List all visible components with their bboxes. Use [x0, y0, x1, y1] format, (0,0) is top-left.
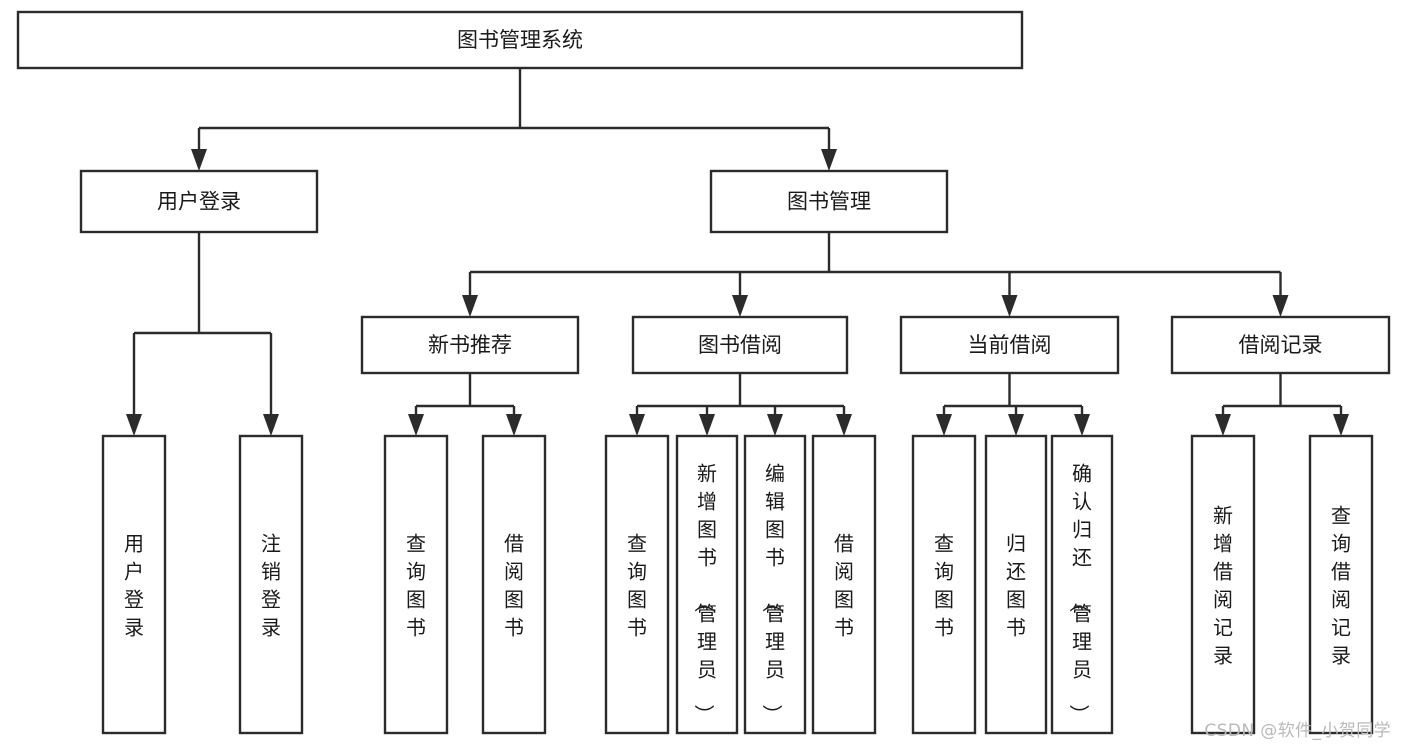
arrow-head-leaf-rec-query — [1333, 414, 1349, 436]
node-leaf-borrow-do[interactable]: 借阅图书 — [811, 434, 877, 735]
node-box-leaf-cur-return[interactable] — [984, 434, 1048, 735]
node-current[interactable]: 当前借阅 — [899, 315, 1120, 375]
node-label-bookmgmt: 图书管理 — [787, 190, 871, 214]
node-borrow[interactable]: 图书借阅 — [631, 315, 849, 375]
node-label-leaf-cur-confirm: 确认归还（管理员） — [1067, 461, 1092, 724]
node-box-leaf-user-logout[interactable] — [238, 434, 304, 735]
arrow-head-leaf-cur-confirm — [1074, 414, 1090, 436]
arrow-head-leaf-new-query — [408, 414, 424, 436]
arrow-head-login — [191, 149, 207, 171]
node-box-leaf-borrow-query[interactable] — [604, 434, 670, 735]
node-leaf-new-borrow[interactable]: 借阅图书 — [481, 434, 547, 735]
node-box-current[interactable] — [899, 315, 1120, 375]
node-box-leaf-cur-confirm[interactable] — [1050, 434, 1114, 735]
node-layer: 图书管理系统用户登录图书管理新书推荐图书借阅当前借阅借阅记录用户登录注销登录查询… — [16, 10, 1391, 735]
node-box-root[interactable] — [16, 10, 1024, 70]
node-box-leaf-borrow-do[interactable] — [811, 434, 877, 735]
node-label-leaf-borrow-add: 新增图书（管理员） — [692, 461, 717, 724]
node-label-leaf-cur-query: 查询图书 — [934, 531, 954, 639]
node-leaf-cur-return[interactable]: 归还图书 — [984, 434, 1048, 735]
node-leaf-user-logout[interactable]: 注销登录 — [238, 434, 304, 735]
arrow-head-newbook — [462, 295, 478, 317]
arrow-head-borrow — [732, 295, 748, 317]
arrow-head-leaf-user-logout — [263, 414, 279, 436]
node-label-leaf-borrow-query: 查询图书 — [627, 531, 647, 639]
arrow-head-bookmgmt — [821, 149, 837, 171]
node-label-newbook: 新书推荐 — [428, 333, 512, 357]
node-leaf-rec-add[interactable]: 新增借阅记录 — [1190, 434, 1256, 735]
node-label-leaf-user-login: 用户登录 — [124, 531, 144, 639]
node-label-leaf-borrow-edit: 编辑图书（管理员） — [760, 461, 785, 724]
arrow-head-leaf-rec-add — [1215, 414, 1231, 436]
arrow-head-current — [1001, 295, 1018, 317]
node-box-newbook[interactable] — [360, 315, 580, 375]
node-records[interactable]: 借阅记录 — [1170, 315, 1391, 375]
node-label-leaf-rec-add: 新增借阅记录 — [1213, 503, 1233, 667]
arrow-head-leaf-borrow-add — [699, 414, 715, 436]
node-box-leaf-new-query[interactable] — [383, 434, 449, 735]
node-newbook[interactable]: 新书推荐 — [360, 315, 580, 375]
node-box-leaf-new-borrow[interactable] — [481, 434, 547, 735]
node-leaf-user-login[interactable]: 用户登录 — [101, 434, 167, 735]
node-label-root: 图书管理系统 — [457, 28, 583, 52]
node-box-leaf-rec-add[interactable] — [1190, 434, 1256, 735]
node-box-leaf-borrow-edit[interactable] — [743, 434, 807, 735]
arrow-head-leaf-borrow-edit — [767, 414, 783, 436]
arrow-head-leaf-user-login — [126, 414, 142, 436]
arrow-head-records — [1272, 295, 1289, 317]
node-root[interactable]: 图书管理系统 — [16, 10, 1024, 70]
node-leaf-cur-query[interactable]: 查询图书 — [911, 434, 977, 735]
node-leaf-rec-query[interactable]: 查询借阅记录 — [1308, 434, 1374, 735]
node-leaf-new-query[interactable]: 查询图书 — [383, 434, 449, 735]
node-label-login: 用户登录 — [157, 190, 241, 214]
node-leaf-borrow-edit[interactable]: 编辑图书（管理员） — [743, 434, 807, 735]
node-box-bookmgmt[interactable] — [709, 169, 949, 234]
watermark-label: CSDN @软件_小贺同学 — [1204, 721, 1391, 741]
connector-layer — [126, 68, 1349, 436]
node-box-borrow[interactable] — [631, 315, 849, 375]
node-label-leaf-cur-return: 归还图书 — [1006, 531, 1026, 639]
node-leaf-borrow-query[interactable]: 查询图书 — [604, 434, 670, 735]
node-label-current: 当前借阅 — [968, 333, 1052, 357]
node-leaf-borrow-add[interactable]: 新增图书（管理员） — [675, 434, 739, 735]
node-box-leaf-rec-query[interactable] — [1308, 434, 1374, 735]
arrow-head-leaf-new-borrow — [506, 414, 522, 436]
node-label-leaf-new-borrow: 借阅图书 — [504, 531, 524, 639]
node-box-leaf-cur-query[interactable] — [911, 434, 977, 735]
node-login[interactable]: 用户登录 — [79, 169, 319, 234]
node-label-records: 借阅记录 — [1239, 333, 1323, 357]
node-leaf-cur-confirm[interactable]: 确认归还（管理员） — [1050, 434, 1114, 735]
arrow-head-leaf-cur-query — [936, 414, 952, 436]
node-box-login[interactable] — [79, 169, 319, 234]
node-box-leaf-user-login[interactable] — [101, 434, 167, 735]
node-box-leaf-borrow-add[interactable] — [675, 434, 739, 735]
arrow-head-leaf-cur-return — [1008, 414, 1024, 436]
node-label-leaf-user-logout: 注销登录 — [261, 531, 281, 639]
node-label-leaf-rec-query: 查询借阅记录 — [1331, 503, 1351, 667]
node-bookmgmt[interactable]: 图书管理 — [709, 169, 949, 234]
arrow-head-leaf-borrow-do — [836, 414, 852, 436]
node-label-borrow: 图书借阅 — [698, 333, 782, 357]
node-label-leaf-borrow-do: 借阅图书 — [834, 531, 854, 639]
node-box-records[interactable] — [1170, 315, 1391, 375]
node-label-leaf-new-query: 查询图书 — [406, 531, 426, 639]
arrow-head-leaf-borrow-query — [629, 414, 645, 436]
